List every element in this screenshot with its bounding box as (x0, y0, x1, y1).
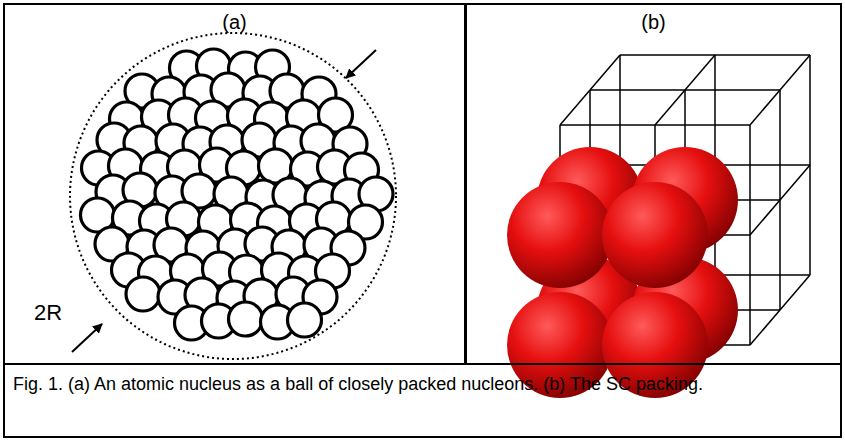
lattice-edge (620, 54, 715, 56)
lattice-edge (809, 55, 811, 165)
lattice-edge (619, 55, 621, 165)
lattice-edge (715, 164, 810, 166)
lattice-edge (780, 165, 810, 200)
figure-panel: (a) (3, 3, 466, 365)
lattice-edge (590, 55, 620, 90)
nucleon (126, 277, 160, 311)
lattice-edge (715, 274, 810, 276)
nucleon (288, 303, 322, 337)
lattice-edge (715, 54, 810, 56)
lattice-edge (779, 200, 781, 310)
lattice-edge (750, 310, 780, 345)
lattice-edge (809, 165, 811, 275)
sphere (507, 182, 613, 288)
lattice-edge (655, 124, 750, 126)
dimension-label: 2R (34, 300, 62, 326)
lattice-edge (749, 125, 751, 235)
nucleon (229, 302, 263, 336)
sc-lattice (507, 55, 810, 398)
lattice-edge (780, 55, 810, 90)
lattice-edge (780, 275, 810, 310)
figure-panel: (b) (465, 3, 842, 365)
radius-arrow (346, 50, 376, 78)
lattice-edge (779, 90, 781, 200)
lattice-edge (685, 89, 780, 91)
panel-label: (a) (5, 11, 464, 34)
lattice-edge (560, 90, 590, 125)
caption-cell: Fig. 1. (a) An atomic nucleus as a ball … (3, 365, 842, 438)
nucleus-outline (70, 33, 396, 359)
lattice-edge (560, 124, 655, 126)
nucleon-ball (81, 49, 394, 340)
panel-label: (b) (467, 11, 840, 34)
radius-arrow (72, 324, 102, 352)
lattice-edge (714, 55, 716, 165)
lattice-edge (685, 55, 715, 90)
lattice-edge (749, 235, 751, 345)
lattice-edge (750, 200, 780, 235)
lattice-edge (655, 90, 685, 125)
lattice-edge (590, 89, 685, 91)
lattice-edge (750, 90, 780, 125)
figure-caption: Fig. 1. (a) An atomic nucleus as a ball … (13, 371, 832, 397)
sphere (602, 182, 708, 288)
